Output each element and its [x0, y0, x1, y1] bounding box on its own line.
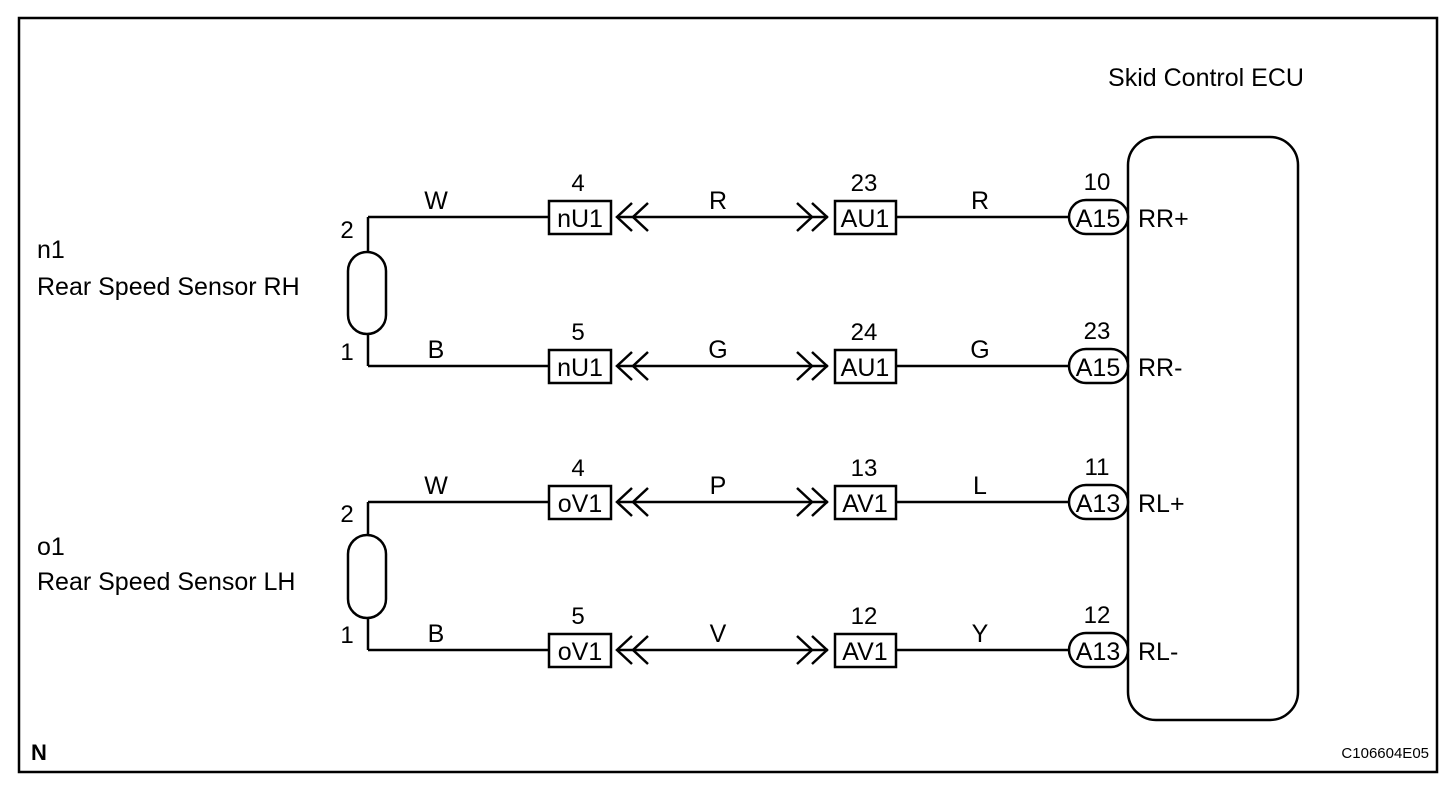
junction-pin-number: 5 [571, 319, 584, 346]
ecu-pin-number: 23 [1084, 318, 1111, 345]
ecu-connector-pill [1067, 347, 1130, 385]
junction-pin-number: 23 [851, 170, 878, 197]
junction-connector-box [833, 632, 898, 669]
rear-speed-sensor-rh: n1 Rear Speed Sensor RH 2 1 [37, 217, 388, 366]
in-line-connector-male-symbol [796, 351, 829, 381]
ecu-connector-pill [1067, 198, 1130, 236]
sensor-code: n1 [37, 236, 65, 264]
figure-code: C106604E05 [1341, 745, 1429, 762]
rear-speed-sensor-lh: o1 Rear Speed Sensor LH 2 1 [37, 501, 388, 650]
junction-connector-label: nU1 [557, 354, 603, 382]
sensor-pin-label: 1 [340, 622, 353, 649]
wire-color-label: W [424, 472, 448, 500]
wire-color-label: R [971, 187, 989, 215]
ecu-terminal-label: RL- [1138, 638, 1178, 666]
junction-pin-number: 4 [571, 170, 584, 197]
sensor-pin-label: 2 [340, 501, 353, 528]
wire-color-label: R [709, 187, 727, 215]
junction-connector-label: oV1 [558, 490, 602, 518]
in-line-connector-male-symbol [796, 487, 829, 517]
junction-pin-number: 5 [571, 603, 584, 630]
sensor-pin-label: 2 [340, 217, 353, 244]
wire-color-label: B [428, 620, 445, 648]
junction-connector-label: AU1 [841, 205, 890, 233]
junction-connector-label: oV1 [558, 638, 602, 666]
in-line-connector-male-symbol [796, 202, 829, 232]
ecu-connector-pill [1067, 631, 1130, 669]
wire-color-label: V [710, 620, 727, 648]
junction-pin-number: 4 [571, 455, 584, 482]
wire-color-label: P [710, 472, 727, 500]
skid-control-ecu-box [1126, 135, 1300, 722]
wire-color-label: G [708, 336, 727, 364]
junction-connector-label: nU1 [557, 205, 603, 233]
ecu-terminal-label: RR- [1138, 354, 1182, 382]
sensor-symbol [346, 533, 388, 620]
in-line-connector-male-symbol [796, 635, 829, 665]
wire-color-label: B [428, 336, 445, 364]
junction-connector-box [547, 632, 613, 669]
junction-connector-label: AU1 [841, 354, 890, 382]
sensor-name: Rear Speed Sensor LH [37, 568, 295, 596]
ecu-pin-number: 10 [1084, 169, 1111, 196]
ecu-connector-label: A13 [1076, 490, 1120, 518]
ecu-connector-label: A15 [1076, 205, 1120, 233]
wire-color-label: G [970, 336, 989, 364]
ecu-title: Skid Control ECU [1108, 64, 1304, 92]
sensor-name: Rear Speed Sensor RH [37, 273, 300, 301]
corner-mark: N [31, 740, 47, 765]
sensor-symbol [346, 250, 388, 336]
ecu-connector-label: A15 [1076, 354, 1120, 382]
junction-connector-box [547, 348, 613, 385]
junction-pin-number: 12 [851, 603, 878, 630]
sensor-code: o1 [37, 533, 65, 561]
junction-connector-box [547, 484, 613, 521]
wire-color-label: Y [972, 620, 989, 648]
ecu-pin-number: 12 [1084, 602, 1111, 629]
junction-connector-label: AV1 [842, 638, 887, 666]
ecu-connector-label: A13 [1076, 638, 1120, 666]
junction-connector-box [547, 199, 613, 236]
wire-color-label: L [973, 472, 987, 500]
ecu-terminal-label: RR+ [1138, 205, 1189, 233]
sensor-pin-label: 1 [340, 339, 353, 366]
diagram-frame [17, 16, 1439, 774]
junction-pin-number: 24 [851, 319, 878, 346]
junction-connector-box [833, 199, 898, 236]
junction-pin-number: 13 [851, 455, 878, 482]
ecu-terminal-label: RL+ [1138, 490, 1185, 518]
wire-color-label: W [424, 187, 448, 215]
ecu-connector-pill [1067, 483, 1130, 521]
ecu-pin-number: 11 [1085, 454, 1110, 481]
junction-connector-label: AV1 [842, 490, 887, 518]
